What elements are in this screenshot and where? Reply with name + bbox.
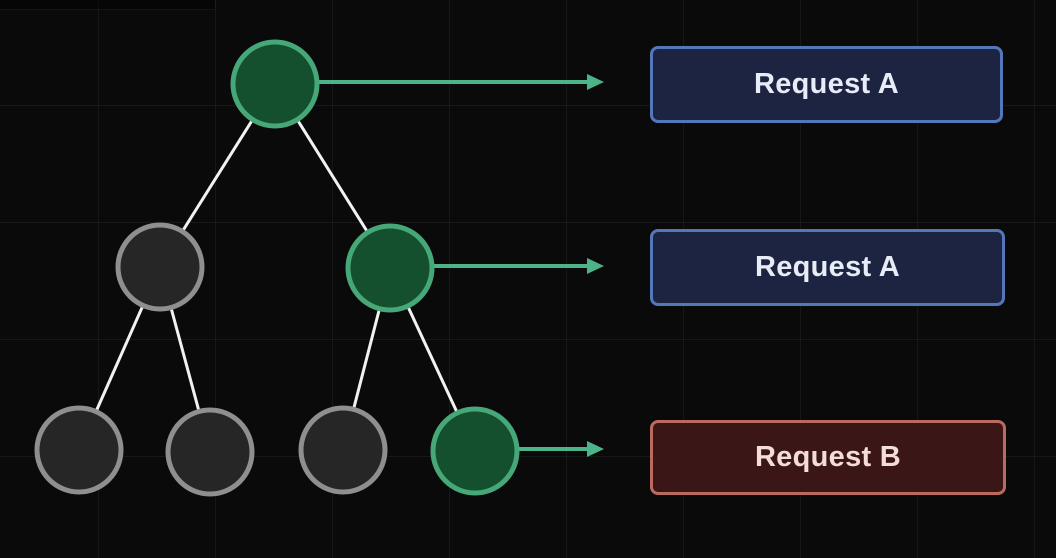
request-a-box-1: Request A	[650, 46, 1003, 123]
arrowhead-icon	[587, 74, 604, 90]
corner-remnant-shape	[0, 0, 216, 10]
arrowhead-icon	[587, 441, 604, 457]
arrow-to-request-a-1	[319, 74, 604, 90]
arrowhead-icon	[587, 258, 604, 274]
request-a-box-2: Request A	[650, 229, 1005, 306]
tree-node-ll-inactive	[34, 405, 124, 495]
tree-node-rl-inactive	[298, 405, 388, 495]
tree-node-l-inactive	[115, 222, 205, 312]
request-a-label-2: Request A	[754, 251, 901, 283]
tree-node-lr-inactive	[165, 407, 255, 497]
request-b-label-1: Request B	[754, 441, 902, 473]
request-b-box-1: Request B	[650, 420, 1006, 495]
arrow-to-request-a-2	[434, 258, 604, 274]
request-a-label-1: Request A	[753, 68, 900, 100]
tree-node-root-active	[230, 39, 320, 129]
tree-node-r-active	[345, 223, 435, 313]
arrow-to-request-b-1	[519, 441, 604, 457]
tree-node-rr-active	[430, 406, 520, 496]
